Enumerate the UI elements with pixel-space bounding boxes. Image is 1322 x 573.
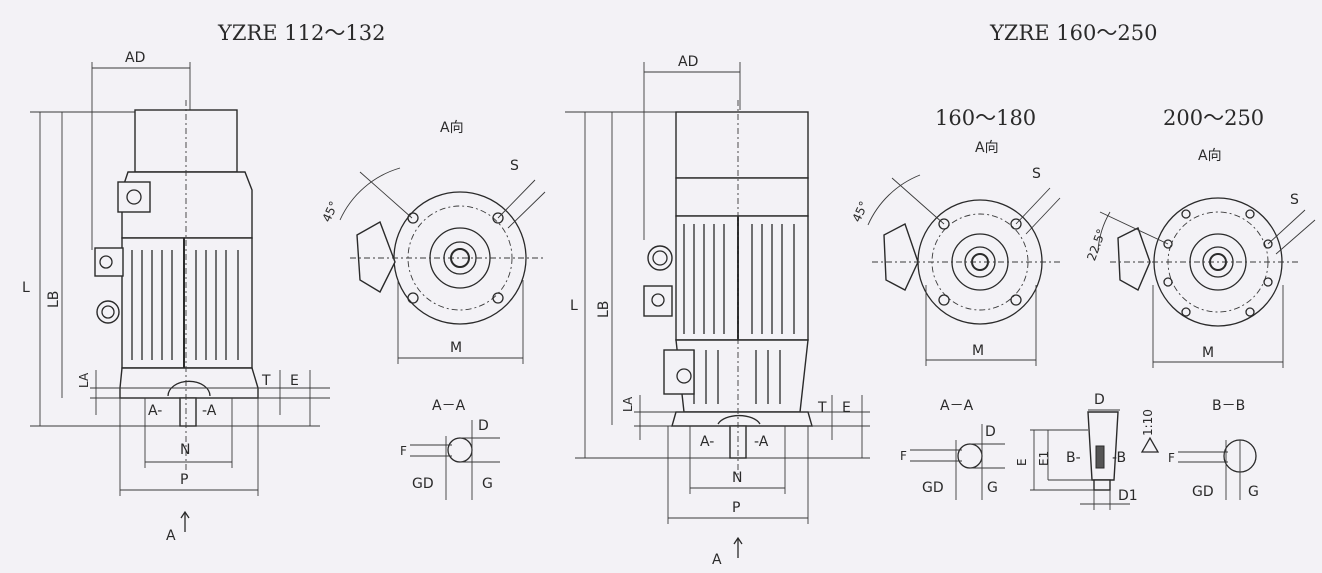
dim-la-label-2: LA bbox=[621, 396, 635, 412]
shaft-section-aa-1: A－A F D GD G bbox=[400, 398, 500, 500]
dim-m-label-1: M bbox=[450, 340, 462, 356]
angle-22-label: 22.5° bbox=[1084, 227, 1108, 263]
view-arrow-a-1: A bbox=[166, 528, 176, 544]
dim-g-label-3: G bbox=[1248, 484, 1259, 500]
dim-d1-label: D1 bbox=[1118, 488, 1138, 504]
dim-ad-label-2: AD bbox=[678, 54, 698, 70]
dim-f-label-3: F bbox=[1168, 451, 1175, 465]
dim-d-label-3: D bbox=[1094, 392, 1105, 408]
dim-t-label-1: T bbox=[261, 373, 271, 389]
section-b-left: B- bbox=[1066, 450, 1081, 466]
section-a-right-2: -A bbox=[754, 434, 769, 450]
view-label-a-2: A向 bbox=[975, 140, 999, 156]
dim-m-label-3: M bbox=[1202, 345, 1214, 361]
shaft-section-aa-2: A－A F D GD G bbox=[900, 398, 1005, 500]
flange-end-view-1: A向 M 45° S bbox=[319, 120, 546, 364]
dim-e-label-2: E bbox=[842, 400, 851, 416]
shaft-section-bb: B－B F GD G bbox=[1168, 398, 1259, 500]
dim-e1-label: E1 bbox=[1037, 451, 1051, 466]
dim-l-label-2: L bbox=[570, 298, 578, 314]
dim-ad-label: AD bbox=[125, 50, 145, 66]
section-a-left-2: A- bbox=[700, 434, 714, 450]
dim-gd-label-3: GD bbox=[1192, 484, 1214, 500]
dim-f-label-2: F bbox=[900, 449, 907, 463]
dim-f-label-1: F bbox=[400, 444, 407, 458]
dim-gd-label-2: GD bbox=[922, 480, 944, 496]
dim-l-label: L bbox=[22, 280, 30, 296]
dim-la-label-1: LA bbox=[77, 372, 91, 388]
subtitle-160-180: 160～180 bbox=[935, 106, 1036, 130]
section-aa-label-1: A－A bbox=[432, 398, 466, 414]
flange-end-view-3: A向 M 22.5° S bbox=[1084, 148, 1316, 368]
angle-45-label-2: 45° bbox=[849, 199, 871, 224]
dim-d-label-2: D bbox=[985, 424, 996, 440]
angle-45-label-1: 45° bbox=[319, 199, 341, 224]
view-arrow-a-2: A bbox=[712, 552, 722, 568]
view-label-a-3: A向 bbox=[1198, 148, 1222, 164]
dim-g-label-2: G bbox=[987, 480, 998, 496]
dim-m-label-2: M bbox=[972, 343, 984, 359]
dim-gd-label-1: GD bbox=[412, 476, 434, 492]
dim-e-label-3: E bbox=[1015, 458, 1029, 466]
dim-p-label-1: P bbox=[180, 472, 188, 488]
dim-s-label-1: S bbox=[510, 158, 519, 174]
motor-side-view-large: AD L LB A- -A bbox=[565, 54, 870, 568]
dim-lb-label: LB bbox=[46, 291, 62, 308]
taper-ratio-label: 1:10 bbox=[1141, 409, 1155, 436]
dim-s-label-3: S bbox=[1290, 192, 1299, 208]
section-a-right-1: -A bbox=[202, 403, 217, 419]
dim-d-label-1: D bbox=[478, 418, 489, 434]
dim-s-label-2: S bbox=[1032, 166, 1041, 182]
dim-e-label-1: E bbox=[290, 373, 299, 389]
title-yzre-160-250: YZRE 160～250 bbox=[989, 21, 1157, 45]
section-bb-label: B－B bbox=[1212, 398, 1245, 414]
dim-p-label-2: P bbox=[732, 500, 740, 516]
view-label-a-1: A向 bbox=[440, 120, 464, 136]
subtitle-200-250: 200～250 bbox=[1163, 106, 1264, 130]
dim-n-label-2: N bbox=[732, 470, 742, 486]
dim-n-label-1: N bbox=[180, 442, 190, 458]
dim-t-label-2: T bbox=[817, 400, 827, 416]
section-aa-label-2: A－A bbox=[940, 398, 974, 414]
dim-lb-label-2: LB bbox=[596, 301, 612, 318]
motor-side-view-small: AD L LB A- -A bbox=[22, 50, 330, 544]
dim-g-label-1: G bbox=[482, 476, 493, 492]
section-b-right: -B bbox=[1112, 450, 1126, 466]
title-yzre-112-132: YZRE 112～132 bbox=[217, 21, 385, 45]
section-a-left-1: A- bbox=[148, 403, 162, 419]
tapered-shaft-detail: D E E1 B- -B D1 1:10 bbox=[1015, 392, 1160, 510]
flange-end-view-2: A向 M 45° S bbox=[849, 140, 1061, 366]
